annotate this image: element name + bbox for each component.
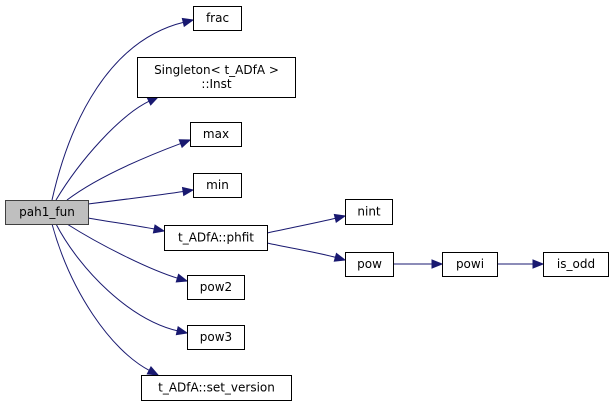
edge-pah1_fun-to-set_version: [51, 223, 160, 376]
node-box[interactable]: [442, 252, 498, 277]
edge-line: [55, 223, 179, 332]
node-nint[interactable]: nint: [345, 199, 393, 225]
node-phfit[interactable]: t_ADfA::phfit: [164, 225, 268, 251]
node-box[interactable]: [187, 325, 245, 350]
edge-powi-to-is_odd: [497, 259, 545, 269]
edge-line: [66, 142, 182, 201]
node-label: t_ADfA::set_version: [158, 381, 275, 395]
edge-phfit-to-nint: [266, 213, 347, 234]
node-label: pow: [357, 257, 382, 271]
node-label: pow2: [200, 280, 232, 294]
node-box[interactable]: [164, 225, 268, 251]
node-label: pow3: [200, 330, 232, 344]
arrowhead-icon: [431, 259, 444, 269]
edge-pah1_fun-to-singleton_inst: [55, 96, 160, 201]
node-frac[interactable]: frac: [193, 6, 242, 31]
node-box[interactable]: [137, 57, 296, 98]
edge-line: [87, 190, 185, 205]
node-pah1_fun[interactable]: pah1_fun: [5, 200, 89, 225]
node-box[interactable]: [193, 173, 242, 198]
node-is_odd[interactable]: is_odd: [543, 252, 609, 277]
node-label: t_ADfA::phfit: [178, 231, 254, 245]
edge-line: [266, 217, 337, 234]
node-singleton_inst[interactable]: Singleton< t_ADfA >::Inst: [137, 57, 296, 98]
node-box[interactable]: [543, 252, 609, 277]
node-box[interactable]: [193, 6, 242, 31]
node-label: max: [203, 127, 229, 141]
node-box[interactable]: [141, 375, 292, 401]
edge-pah1_fun-to-pow3: [55, 223, 189, 336]
edge-pah1_fun-to-phfit: [87, 217, 166, 234]
node-box[interactable]: [187, 275, 245, 300]
edge-line: [51, 21, 185, 201]
node-box[interactable]: [345, 199, 393, 225]
node-pow3[interactable]: pow3: [187, 325, 245, 350]
arrowhead-icon: [181, 186, 195, 197]
node-max[interactable]: max: [190, 122, 242, 147]
node-set_version[interactable]: t_ADfA::set_version: [141, 375, 292, 401]
edge-pah1_fun-to-pow2: [66, 223, 189, 283]
edge-pah1_fun-to-frac: [51, 17, 195, 201]
node-box[interactable]: [345, 252, 394, 277]
arrowhead-icon: [146, 96, 160, 106]
node-label: powi: [456, 257, 484, 271]
node-label: pah1_fun: [19, 205, 75, 219]
node-pow2[interactable]: pow2: [187, 275, 245, 300]
edge-line: [51, 223, 151, 372]
node-box[interactable]: [5, 200, 89, 225]
arrowhead-icon: [333, 252, 347, 262]
node-label: frac: [206, 11, 229, 25]
node-powi[interactable]: powi: [442, 252, 498, 277]
node-label: nint: [357, 205, 381, 219]
edge-line: [87, 217, 156, 230]
arrowhead-icon: [175, 326, 189, 336]
edge-pow-to-powi: [393, 259, 444, 269]
node-min[interactable]: min: [193, 173, 242, 198]
edge-phfit-to-pow: [266, 242, 347, 262]
arrowhead-icon: [181, 17, 195, 28]
arrowhead-icon: [532, 259, 545, 269]
edge-line: [266, 242, 337, 259]
edge-pah1_fun-to-min: [87, 186, 195, 205]
arrowhead-icon: [146, 365, 160, 376]
arrowhead-icon: [175, 273, 189, 283]
node-label: is_odd: [557, 257, 595, 271]
node-pow[interactable]: pow: [345, 252, 394, 277]
arrowhead-icon: [152, 224, 166, 234]
node-label: Singleton< t_ADfA >: [154, 63, 279, 77]
arrowhead-icon: [178, 139, 192, 149]
edge-line: [55, 100, 151, 201]
node-label: min: [206, 178, 229, 192]
arrowhead-icon: [333, 213, 347, 224]
node-box[interactable]: [190, 122, 242, 147]
edge-line: [66, 223, 179, 279]
edge-pah1_fun-to-max: [66, 139, 192, 201]
node-label: ::Inst: [201, 77, 231, 91]
